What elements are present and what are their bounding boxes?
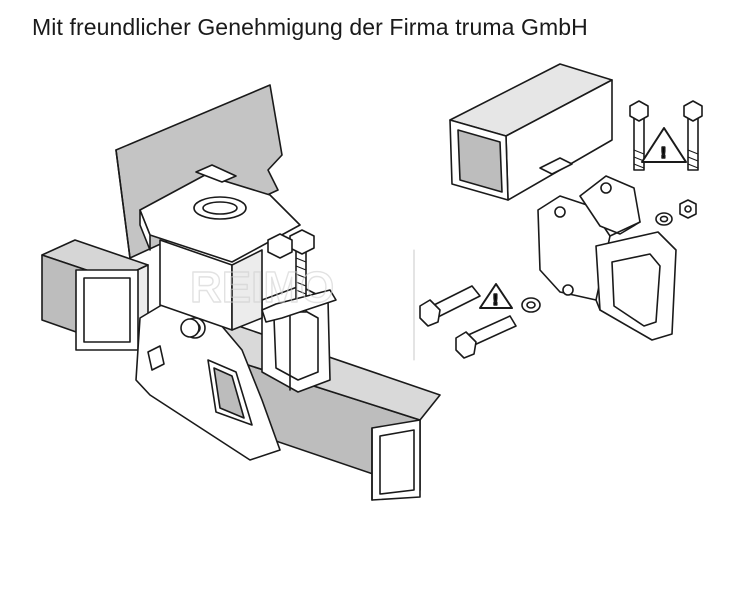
assembled-mount: REIMO xyxy=(41,84,441,501)
warning-triangle-icon: ! xyxy=(641,127,687,163)
side-bolt-head xyxy=(180,318,200,338)
svg-text:!: ! xyxy=(660,144,667,162)
vertical-bolts xyxy=(629,100,703,171)
small-parts xyxy=(521,199,697,313)
top-slotted-plate xyxy=(139,164,301,263)
watermark-text: REIMO xyxy=(190,263,334,312)
bracket-body xyxy=(159,239,263,331)
exploded-tube xyxy=(449,63,613,201)
figure-caption: Mit freundlicher Genehmigung der Firma t… xyxy=(32,14,588,40)
exploded-view: ! ! xyxy=(419,63,703,359)
warning-triangle-icon: ! xyxy=(479,283,513,310)
left-tube xyxy=(41,239,149,351)
exploded-bracket xyxy=(537,175,677,341)
tension-bolt xyxy=(261,229,337,323)
svg-text:!: ! xyxy=(492,291,499,309)
horizontal-bolts xyxy=(419,285,517,359)
